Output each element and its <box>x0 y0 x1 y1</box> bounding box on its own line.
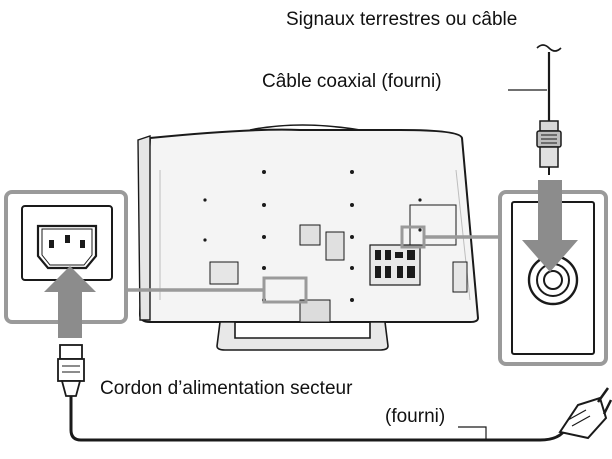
ac-up-arrow-icon <box>44 266 96 338</box>
antenna-down-arrow-icon <box>522 180 578 272</box>
ac-inlet-callout <box>4 190 128 324</box>
ac-inlet-icon <box>36 224 98 270</box>
signal-wave-icon <box>536 44 562 52</box>
antenna-input-icon <box>527 254 579 306</box>
power-plug-icon <box>558 387 612 440</box>
power-cord-line <box>69 396 568 442</box>
power-cord-label: Cordon d’alimentation secteur <box>100 378 353 399</box>
supplied-leader <box>458 426 487 440</box>
coax-cable-label: Câble coaxial (fourni) <box>262 71 442 92</box>
iec-connector-icon <box>57 344 85 397</box>
signal-source-label: Signaux terrestres ou câble <box>286 9 518 30</box>
tv-rear-panel <box>137 124 480 351</box>
power-cord-supplied-label: (fourni) <box>385 406 446 427</box>
coax-connector-icon <box>536 120 562 175</box>
